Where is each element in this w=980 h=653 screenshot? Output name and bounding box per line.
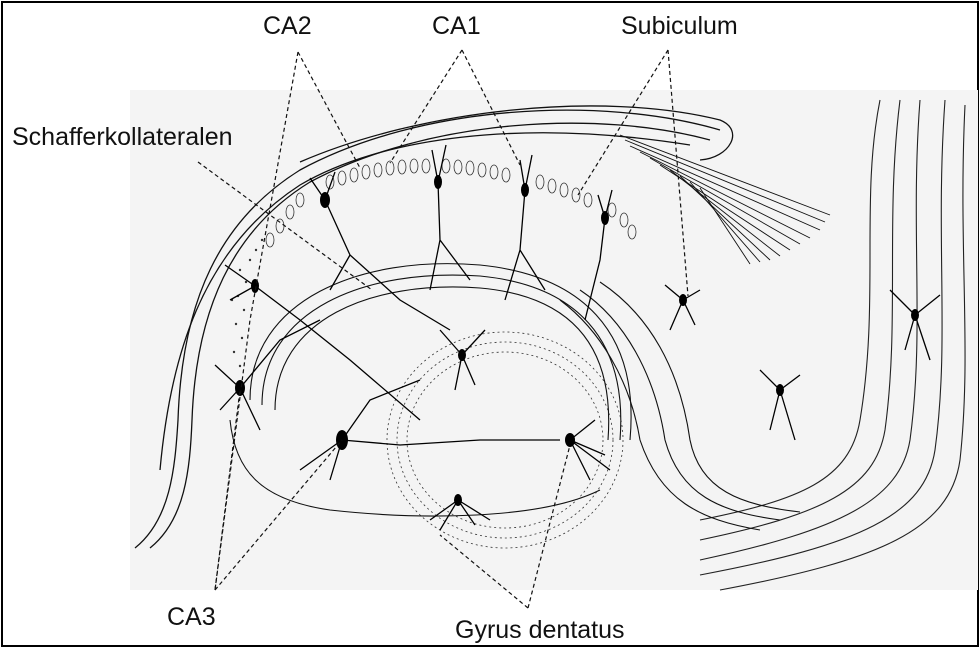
drawing-background bbox=[130, 90, 978, 590]
label-ca3: CA3 bbox=[167, 605, 216, 630]
label-ca2: CA2 bbox=[263, 14, 312, 39]
label-schafferkollateralen: Schafferkollateralen bbox=[12, 125, 233, 150]
label-ca1: CA1 bbox=[432, 14, 481, 39]
label-subiculum: Subiculum bbox=[621, 14, 738, 39]
label-gyrus-dentatus: Gyrus dentatus bbox=[455, 618, 625, 643]
